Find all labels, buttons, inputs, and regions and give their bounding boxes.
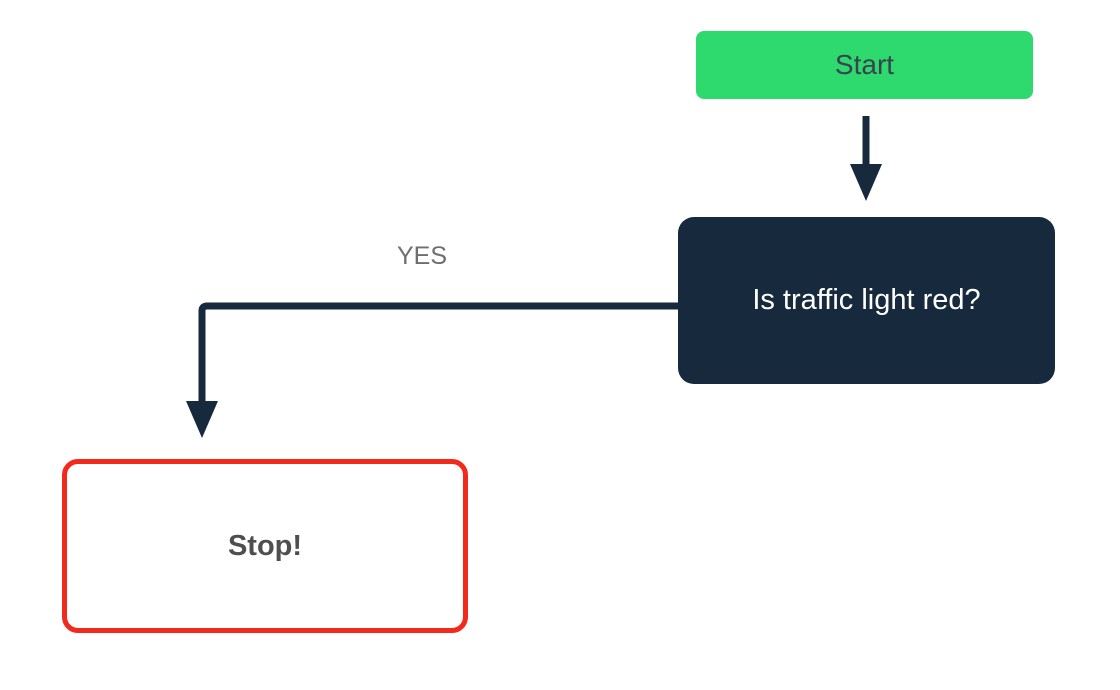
edge-label-yes: YES: [396, 242, 448, 270]
arrow-elbow-question-to-stop-icon: [186, 302, 679, 438]
node-question: Is traffic light red?: [678, 217, 1055, 384]
node-start: Start: [696, 31, 1033, 99]
node-question-label: Is traffic light red?: [752, 284, 981, 316]
node-start-label: Start: [834, 49, 895, 80]
node-stop: Stop!: [62, 459, 468, 633]
node-stop-label: Stop!: [227, 529, 303, 562]
arrow-down-start-to-question-icon: [850, 116, 882, 201]
